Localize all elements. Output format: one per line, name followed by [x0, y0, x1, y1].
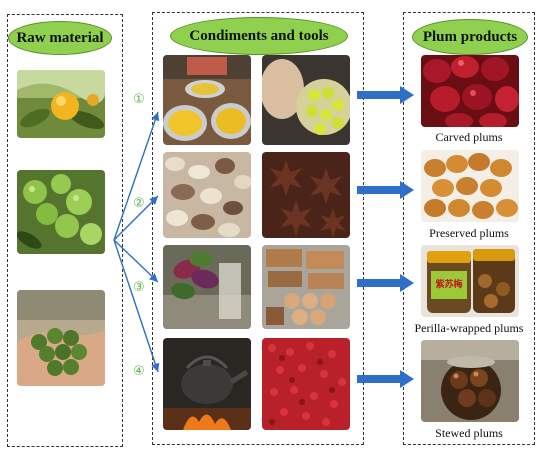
preserved-plums-caption: Preserved plums	[429, 226, 509, 240]
herb-chips-photo	[163, 152, 251, 238]
step-number-4: ④	[133, 364, 145, 379]
carved-plums-caption: Carved plums	[435, 130, 503, 144]
perilla-wrapped-plums-caption: Perilla-wrapped plums	[414, 321, 524, 335]
step-number-3: ③	[133, 280, 145, 295]
raw-material-header: Raw material	[8, 21, 112, 55]
plum-products-header: Plum products	[412, 19, 528, 55]
star-anise-photo	[262, 152, 350, 238]
branch-line-4	[113, 239, 160, 373]
kettle-fire-photo	[163, 338, 251, 430]
branch-line-3	[113, 239, 159, 283]
raw-plum-yellow-photo	[17, 70, 105, 138]
raw-material-panel	[7, 14, 123, 447]
condiments-tools-panel	[152, 12, 364, 445]
jar-label-text: 紫苏梅	[435, 280, 463, 290]
step-number-1: ①	[133, 92, 145, 107]
arrow-stewed	[357, 370, 414, 388]
step-number-2: ②	[133, 196, 145, 211]
carved-plum-bowl-photo	[262, 55, 350, 145]
raw-plum-hand-photo	[17, 290, 105, 386]
raw-plum-green-photo	[17, 170, 105, 254]
branch-line-2	[113, 195, 159, 241]
carved-plums-photo	[421, 55, 519, 127]
arrow-carved	[357, 86, 414, 104]
branch-line-1	[113, 111, 160, 241]
stewed-plums-caption: Stewed plums	[435, 426, 503, 440]
perilla-leaves-photo	[163, 245, 251, 329]
perilla-wrapped-plums-photo: 紫苏梅	[421, 245, 519, 317]
arrow-perilla	[357, 274, 414, 292]
plum-trays-photo	[163, 55, 251, 145]
plum-products-panel	[403, 12, 535, 445]
condiments-tools-header: Condiments and tools	[170, 17, 348, 55]
preserved-plums-photo	[421, 150, 519, 222]
stewed-plums-photo	[421, 340, 519, 422]
red-peppercorn-photo	[262, 338, 350, 430]
brick-tea-photo	[262, 245, 350, 329]
arrow-preserved	[357, 181, 414, 199]
